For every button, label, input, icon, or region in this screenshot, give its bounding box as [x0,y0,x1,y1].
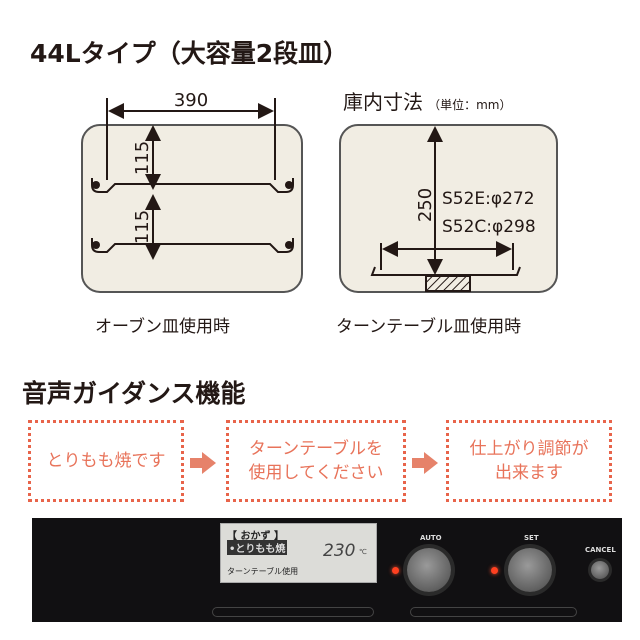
vent-slot [212,607,374,617]
callout-2: ターンテーブルを使用してください [226,420,406,502]
svg-text:S52E:φ272: S52E:φ272 [442,189,535,209]
auto-led-icon [392,567,399,574]
set-led-icon [491,567,498,574]
cancel-button[interactable] [591,561,609,579]
svg-text:115: 115 [132,141,153,175]
oven-tray-diagram: 390 115 115 [81,90,303,293]
auto-label: AUTO [420,534,442,542]
page-title: 44Lタイプ（大容量2段皿） [30,39,349,68]
arrow-right-icon [190,452,216,474]
svg-text:115: 115 [132,210,153,244]
lcd-display: 【 おかず 】 •とりもも焼 230 ℃ ターンテーブル使用 [220,523,377,583]
inner-dimension-heading: 庫内寸法 [343,90,423,114]
svg-text:S52C:φ298: S52C:φ298 [442,217,536,237]
callout-1: とりもも焼です [28,420,184,502]
callout-3: 仕上がり調節が出来ます [446,420,612,502]
cancel-label: CANCEL [585,546,616,554]
oven-tray-caption: オーブン皿使用時 [95,317,230,337]
width-dimension: 390 [174,90,208,111]
arrow-right-icon [412,452,438,474]
svg-text:250: 250 [415,188,436,222]
dimension-diagrams: 390 115 115 250 S52E:φ272 S52C:φ298 [81,90,558,293]
auto-knob[interactable] [407,548,451,592]
set-knob[interactable] [508,548,552,592]
turntable-caption: ターンテーブル皿使用時 [336,317,522,337]
vent-slot [410,607,577,617]
set-label: SET [524,534,539,542]
section-title: 音声ガイダンス機能 [22,379,246,408]
turntable-diagram: 250 S52E:φ272 S52C:φ298 [339,124,558,293]
unit-label: （単位：mm） [428,98,512,112]
